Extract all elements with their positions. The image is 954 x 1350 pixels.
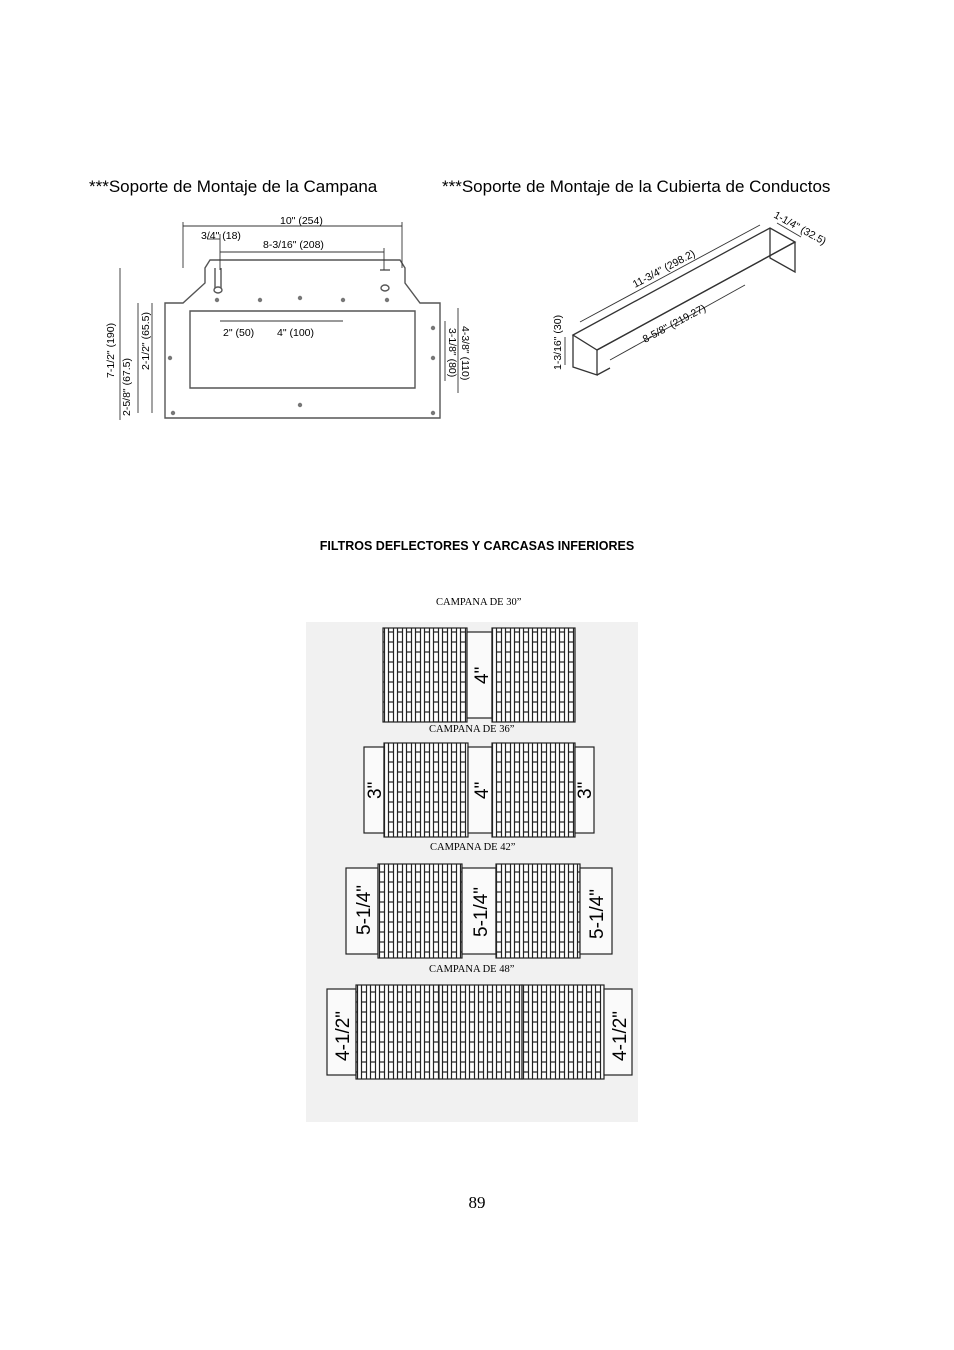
- hood-48-caption: CAMPANA DE 48”: [429, 964, 515, 975]
- baffle-filter: [382, 627, 468, 723]
- dim-slot-span-label: 8-3/16" (208): [263, 239, 324, 251]
- dim-right-outer-label: 4-3/8" (110): [459, 326, 471, 380]
- bottom-housing: [461, 867, 497, 955]
- baffle-filter: [491, 742, 576, 838]
- page-number: 89: [468, 1193, 486, 1212]
- dim-height-label: 1-3/16" (30): [552, 315, 564, 370]
- hood-30-center-label: 4": [472, 667, 493, 684]
- baffle-filter: [383, 742, 469, 838]
- bracket-front-face: [572, 335, 598, 376]
- keyhole-right: [380, 284, 390, 292]
- hood-42-right-label: 5-1/4": [587, 889, 608, 939]
- heading-hood-mounting-bracket: ***Soporte de Montaje de la Campana: [89, 177, 378, 196]
- hood-30-caption: CAMPANA DE 30”: [436, 597, 522, 608]
- hole: [430, 410, 436, 416]
- dim-right-inner-label: 3-1/8" (80): [446, 328, 458, 377]
- hood-36-caption: CAMPANA DE 36”: [429, 724, 515, 735]
- heading-duct-cover-mounting-bracket: ***Soporte de Montaje de la Cubierta de …: [442, 177, 831, 196]
- bracket-top-face: [571, 227, 797, 351]
- bottom-housing: [603, 988, 633, 1076]
- hole: [340, 297, 346, 303]
- dim-lower-label: 2-5/8" (67.5): [121, 358, 133, 416]
- hood-42-caption: CAMPANA DE 42”: [430, 842, 516, 853]
- baffle-filter: [377, 863, 463, 959]
- keyhole-left: [213, 286, 223, 294]
- baffle-filters-diagram: 4" 3" 4" 3" 5-1/4" 5-1/4" 5-1/4" 4-1/2" …: [326, 627, 633, 1080]
- hood-48-right-label: 4-1/2": [610, 1011, 631, 1061]
- dim-width-label: 10" (254): [280, 215, 323, 227]
- bracket-plate-outline: [164, 259, 441, 419]
- baffle-filter: [495, 863, 581, 959]
- section-title: FILTROS DEFLECTORES Y CARCASAS INFERIORE…: [319, 539, 635, 553]
- dim-slot-offset-label: 3/4" (18): [201, 230, 241, 242]
- hole: [430, 325, 436, 331]
- hood-36-left-label: 3": [365, 782, 386, 799]
- hole: [214, 297, 220, 303]
- hood-42-left-label: 5-1/4": [354, 885, 375, 935]
- hole: [430, 355, 436, 361]
- hole: [297, 295, 303, 301]
- baffle-filter: [355, 984, 440, 1080]
- duct-cover-mounting-bracket-diagram: 1-1/4" (32.5) 11-3/4" (298.2) 8-5/8" (21…: [552, 209, 829, 376]
- dim-mid-label: 2-1/2" (65.5): [140, 312, 152, 370]
- dim-hole-span-label: 8-5/8" (219.27): [641, 302, 708, 345]
- hole: [297, 402, 303, 408]
- dim-length-label: 11-3/4" (298.2): [631, 248, 697, 291]
- bottom-housing: [579, 867, 613, 955]
- bracket-cutout: [189, 310, 416, 389]
- bottom-housing: [574, 746, 595, 834]
- hood-42-center-label: 5-1/4": [471, 887, 492, 937]
- hood-mounting-bracket-diagram: 10" (254) 3/4" (18) 8-3/16" (208) 2" (50…: [105, 215, 471, 420]
- baffle-filter: [491, 627, 576, 723]
- hood-36-center-label: 4": [472, 782, 493, 799]
- hole: [167, 355, 173, 361]
- baffle-filter: [521, 984, 605, 1080]
- dim-hole-b-label: 4" (100): [277, 327, 314, 339]
- hood-36-right-label: 3": [575, 782, 596, 799]
- bracket-end-face: [769, 228, 796, 274]
- hood-36-assembly: [363, 742, 595, 838]
- hood-42-assembly: [345, 863, 613, 959]
- keyhole-slot-left: [214, 268, 222, 288]
- hood-48-assembly: [326, 984, 633, 1080]
- baffle-filter: [438, 984, 523, 1080]
- dim-height-label: 7-1/2" (190): [105, 323, 117, 378]
- hole: [384, 297, 390, 303]
- hood-30-assembly: [382, 627, 576, 723]
- hood-48-left-label: 4-1/2": [333, 1011, 354, 1061]
- hole: [170, 410, 176, 416]
- dim-flange-label: 1-1/4" (32.5): [772, 209, 829, 248]
- bottom-housing: [466, 631, 493, 719]
- hole: [257, 297, 263, 303]
- dim-hole-a-label: 2" (50): [223, 327, 254, 339]
